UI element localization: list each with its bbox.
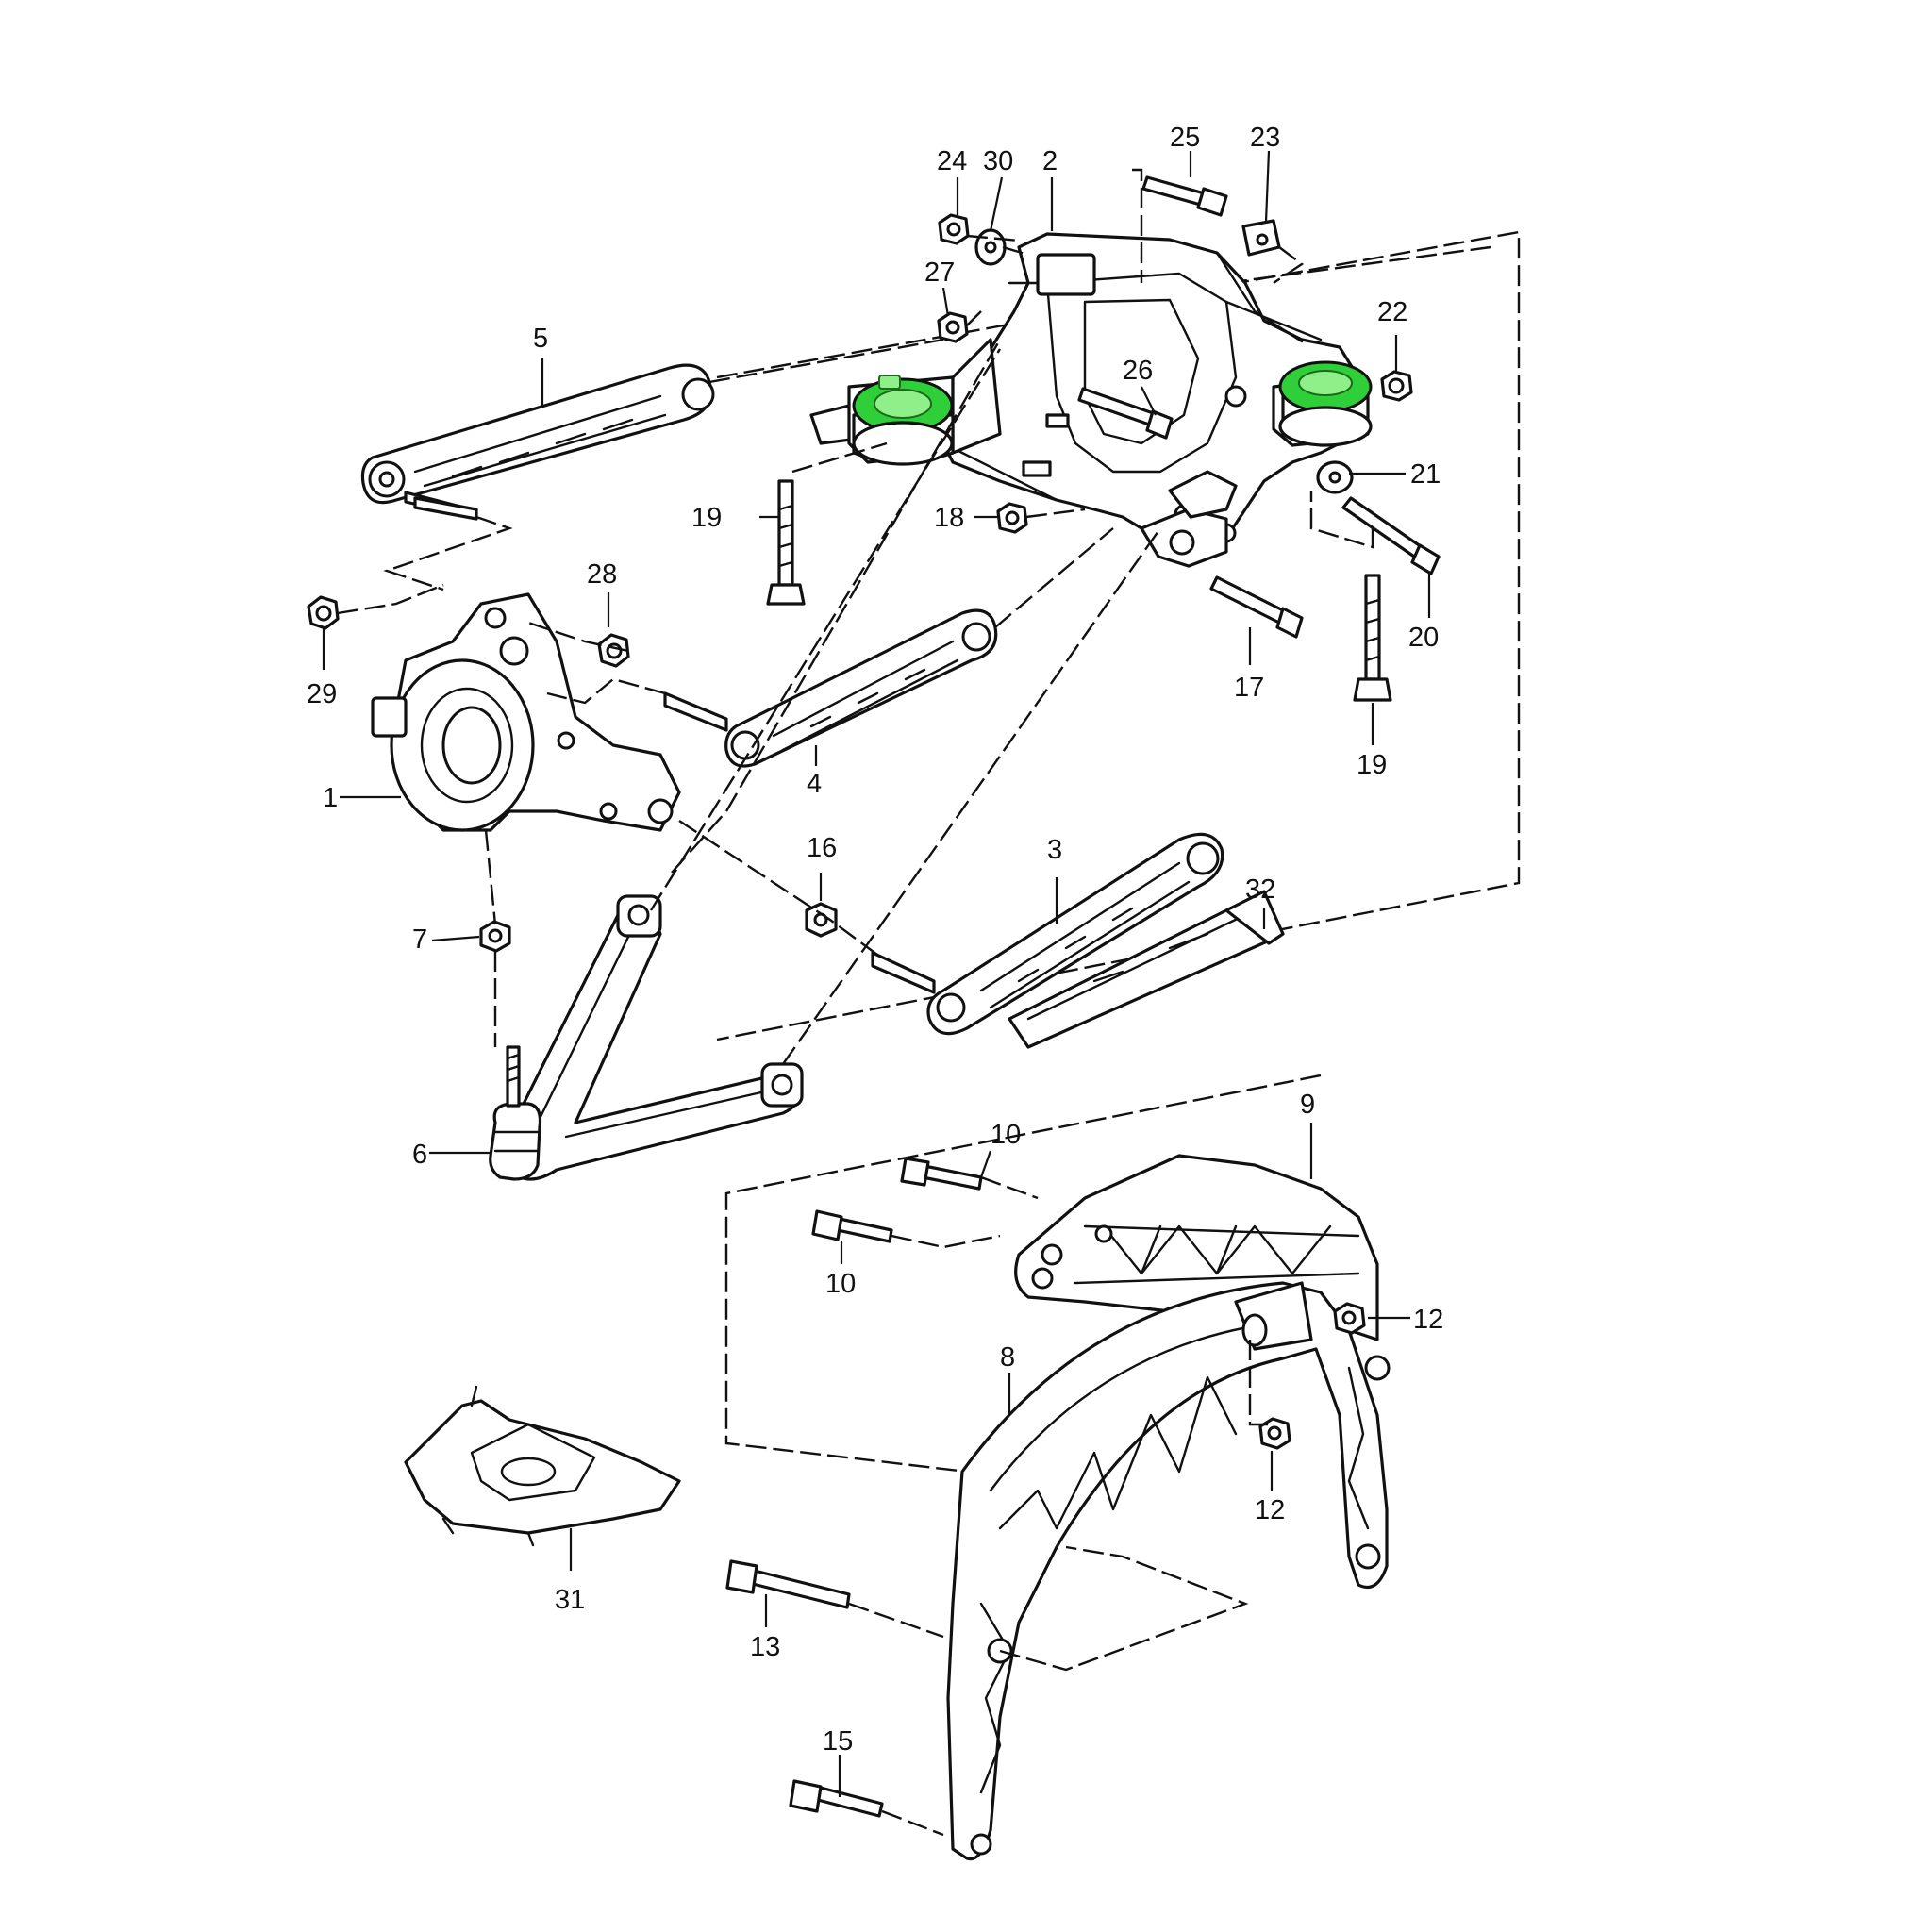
label-30: 30 bbox=[983, 146, 1013, 176]
nut-7[interactable] bbox=[479, 920, 511, 953]
label-6: 6 bbox=[412, 1140, 427, 1170]
middle-link[interactable] bbox=[663, 608, 998, 768]
assembly-dash-outline-lower bbox=[724, 1074, 1322, 1483]
bolt-19-lower[interactable] bbox=[1353, 574, 1392, 702]
nut-12-lower[interactable] bbox=[1258, 1417, 1291, 1450]
bolt-15[interactable] bbox=[789, 1779, 884, 1818]
label-19-bottom: 19 bbox=[1357, 750, 1387, 780]
label-19-top: 19 bbox=[691, 503, 722, 533]
engine-carrier-arch[interactable] bbox=[946, 1281, 1391, 1861]
label-12-right: 12 bbox=[1413, 1305, 1443, 1335]
label-12-bottom: 12 bbox=[1255, 1495, 1285, 1525]
label-16: 16 bbox=[807, 833, 837, 863]
bolt-10-upper[interactable] bbox=[900, 1157, 983, 1191]
label-2: 2 bbox=[1042, 146, 1058, 176]
nut-18[interactable] bbox=[996, 502, 1028, 534]
label-10-top: 10 bbox=[991, 1120, 1021, 1150]
label-7: 7 bbox=[412, 924, 427, 955]
washer-30[interactable] bbox=[974, 228, 1007, 266]
label-20: 20 bbox=[1408, 623, 1439, 653]
label-22: 22 bbox=[1377, 297, 1407, 327]
bolt-10-lower[interactable] bbox=[811, 1209, 893, 1243]
assembly-lines bbox=[337, 168, 1374, 1837]
nut-22[interactable] bbox=[1380, 370, 1413, 402]
bolt-13[interactable] bbox=[725, 1559, 851, 1609]
label-1: 1 bbox=[323, 783, 338, 813]
label-13: 13 bbox=[750, 1632, 780, 1662]
label-4: 4 bbox=[807, 769, 822, 799]
label-25: 25 bbox=[1170, 123, 1200, 153]
label-21: 21 bbox=[1410, 459, 1441, 490]
label-8: 8 bbox=[1000, 1342, 1015, 1373]
nut-29[interactable] bbox=[307, 595, 340, 630]
nut-24[interactable] bbox=[938, 213, 970, 245]
label-23: 23 bbox=[1250, 123, 1280, 153]
nut-27[interactable] bbox=[937, 311, 969, 343]
right-subframe-bushing[interactable] bbox=[1278, 360, 1373, 447]
label-17: 17 bbox=[1234, 673, 1264, 703]
label-32: 32 bbox=[1245, 874, 1275, 905]
label-27: 27 bbox=[924, 258, 955, 288]
nut-12-right[interactable] bbox=[1333, 1302, 1366, 1335]
cover-31[interactable] bbox=[404, 1385, 681, 1547]
upper-link[interactable] bbox=[360, 363, 715, 519]
leader-lines bbox=[322, 150, 1431, 1797]
label-18: 18 bbox=[934, 503, 964, 533]
part-labels: 24 30 2 25 23 27 22 5 26 21 19 18 28 20 … bbox=[307, 123, 1443, 1757]
lower-link[interactable] bbox=[871, 832, 1224, 1036]
bracket-32[interactable] bbox=[1008, 890, 1285, 1049]
label-31: 31 bbox=[555, 1585, 585, 1615]
label-9: 9 bbox=[1300, 1090, 1315, 1120]
wheel-carrier[interactable] bbox=[371, 592, 681, 832]
label-3: 3 bbox=[1047, 835, 1062, 865]
label-15: 15 bbox=[823, 1726, 853, 1757]
washer-21[interactable] bbox=[1316, 460, 1354, 494]
clip-23[interactable] bbox=[1241, 219, 1281, 257]
bolt-25[interactable] bbox=[1141, 175, 1228, 217]
bolt-19-upper[interactable] bbox=[766, 479, 806, 606]
label-5: 5 bbox=[533, 324, 548, 354]
bolt-5-stud bbox=[413, 496, 478, 521]
label-24: 24 bbox=[937, 146, 967, 176]
label-28: 28 bbox=[587, 559, 617, 590]
nut-16[interactable] bbox=[805, 902, 838, 938]
label-26: 26 bbox=[1123, 356, 1153, 386]
assembly-dash-outline-upper bbox=[716, 230, 1521, 1041]
bolt-26[interactable] bbox=[1077, 387, 1174, 440]
left-subframe-bushing[interactable] bbox=[852, 375, 955, 466]
label-10-bottom: 10 bbox=[825, 1269, 856, 1299]
bolt-17[interactable] bbox=[1209, 575, 1304, 639]
lower-wishbone[interactable] bbox=[489, 894, 804, 1181]
bolt-20[interactable] bbox=[1341, 496, 1441, 575]
label-29: 29 bbox=[307, 679, 337, 709]
